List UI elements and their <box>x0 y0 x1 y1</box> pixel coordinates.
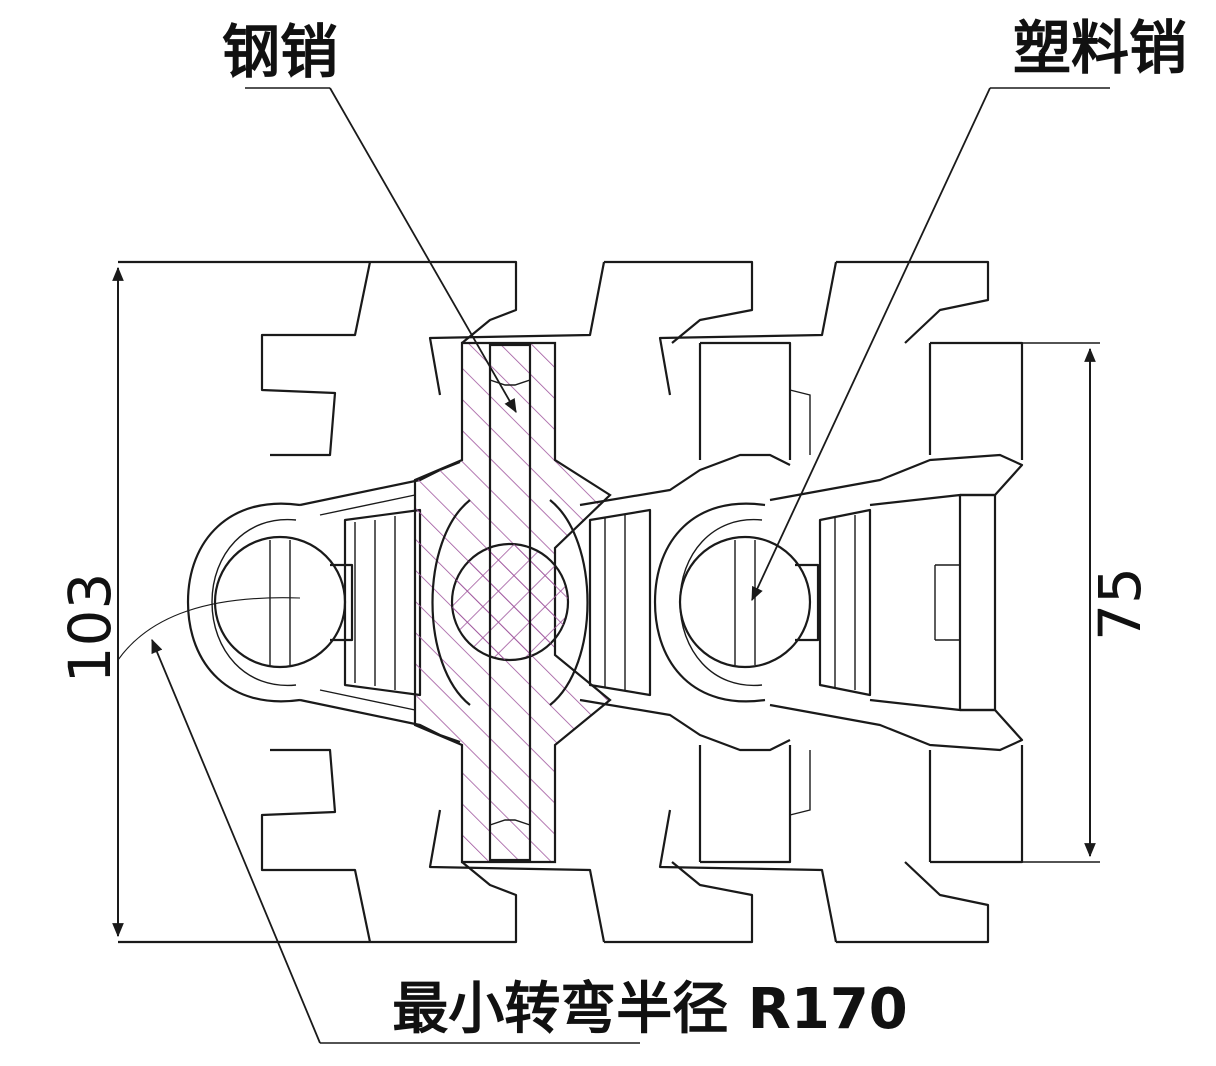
plastic-pin-label: 塑料销 <box>1013 14 1187 82</box>
steel-pin-section <box>413 341 612 864</box>
leader-plastic-pin: 塑料销 <box>751 14 1187 602</box>
dimension-103-text: 103 <box>56 573 124 684</box>
steel-pin-label: 钢销 <box>222 18 338 86</box>
dimension-overall-height: 103 <box>56 261 370 943</box>
chain-module-outline <box>118 260 990 944</box>
leader-min-radius: 最小转弯半径 R170 <box>117 597 908 1044</box>
right-knuckle <box>653 502 820 703</box>
dimension-75-text: 75 <box>1086 567 1154 641</box>
leader-steel-pin: 钢销 <box>222 18 517 414</box>
min-radius-label: 最小转弯半径 R170 <box>392 977 908 1042</box>
middle-wedge <box>579 341 811 864</box>
left-wedge <box>343 508 422 697</box>
right-wedge <box>769 341 1024 864</box>
dimension-pin-height: 75 <box>1022 342 1154 863</box>
